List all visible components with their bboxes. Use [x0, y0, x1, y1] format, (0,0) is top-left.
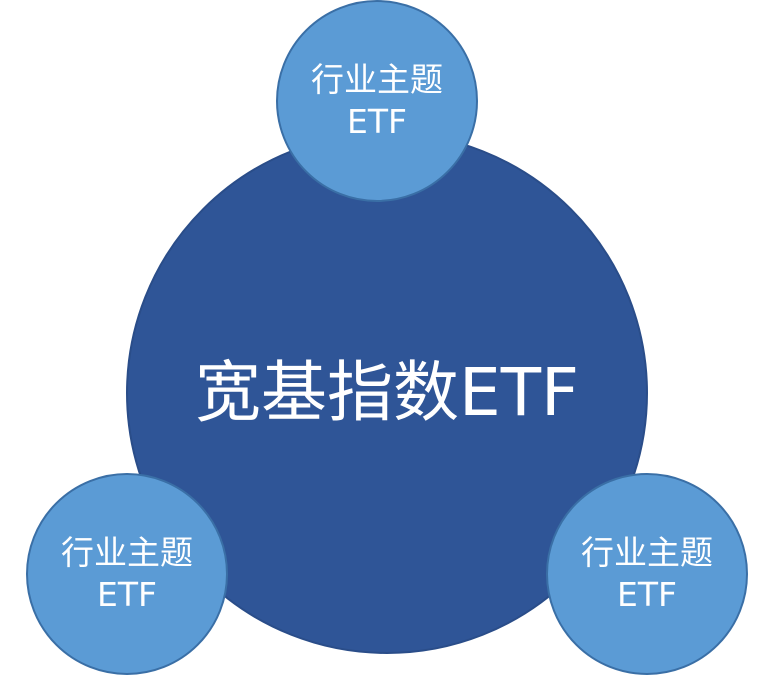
satellite-circle-bottom-left: 行业主题 ETF: [26, 473, 228, 675]
satellite-left-line1: 行业主题: [61, 533, 193, 572]
satellite-circle-bottom-right: 行业主题 ETF: [546, 473, 748, 675]
satellite-right-line1: 行业主题: [581, 533, 713, 572]
satellite-left-line2: ETF: [97, 575, 157, 614]
satellite-top-line1: 行业主题: [311, 60, 443, 99]
center-circle-label: 宽基指数ETF: [195, 354, 579, 431]
satellite-top-line2: ETF: [347, 102, 407, 141]
satellite-circle-top: 行业主题 ETF: [276, 0, 478, 202]
satellite-right-line2: ETF: [617, 575, 677, 614]
